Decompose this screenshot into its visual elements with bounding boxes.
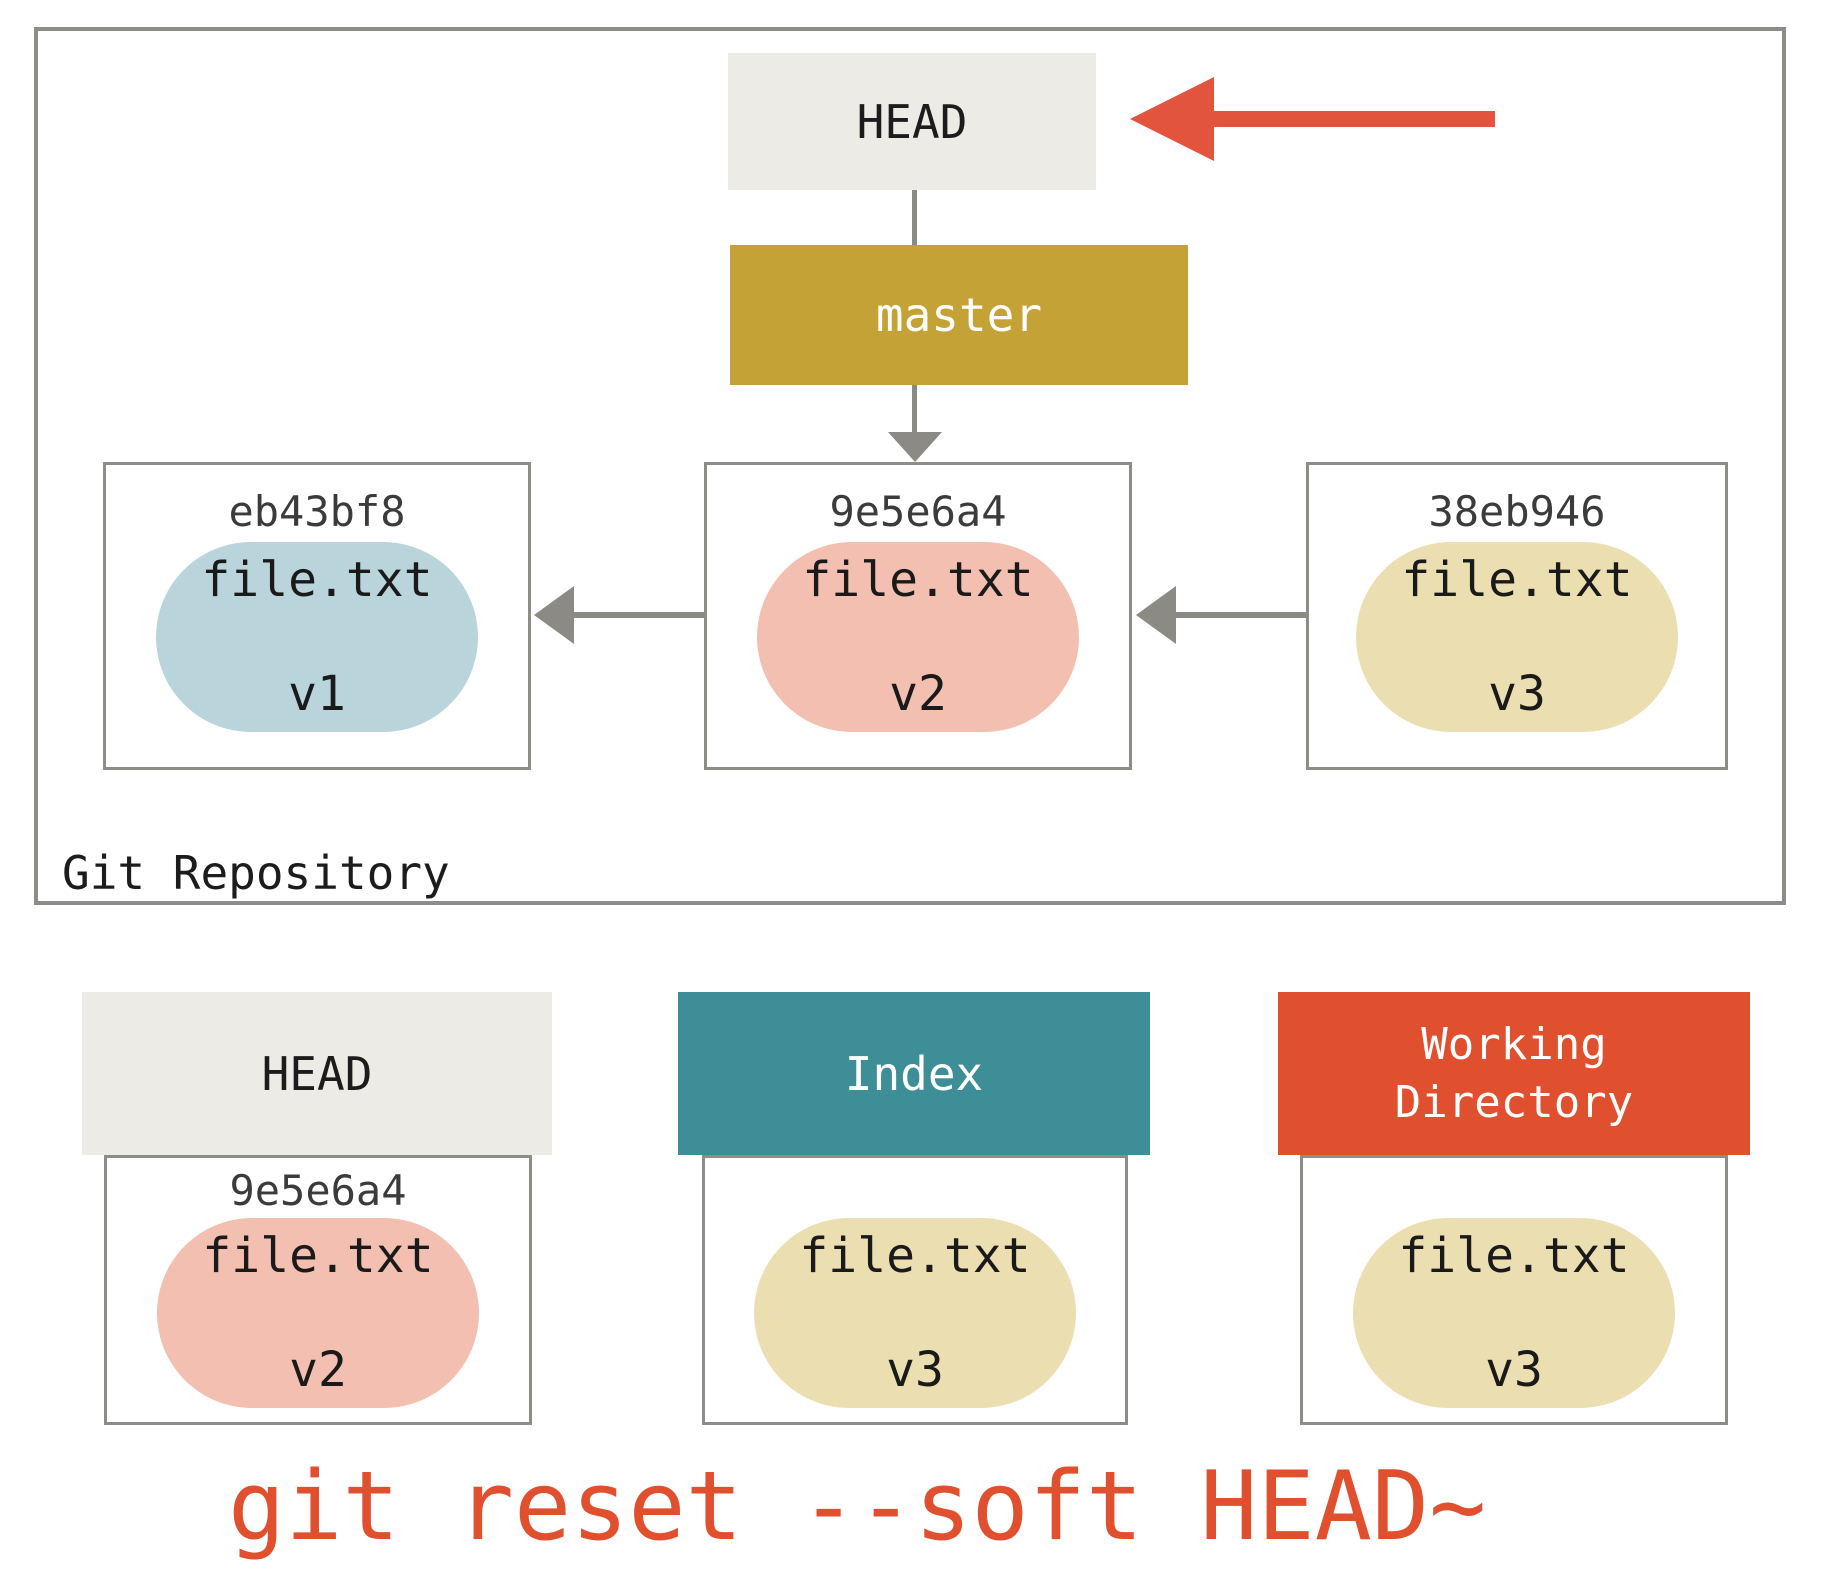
blob-file-version: v3 xyxy=(886,1341,944,1398)
git-repository-label: Git Repository xyxy=(62,846,450,900)
blob-file-version: v2 xyxy=(889,665,947,722)
file-blob-v3: file.txt v3 xyxy=(1356,542,1678,732)
commit-hash: eb43bf8 xyxy=(228,487,406,536)
blob-file-name: file.txt xyxy=(802,551,1034,608)
commit-box-eb43bf8: eb43bf8 file.txt v1 xyxy=(103,462,531,770)
area-head-hash: 9e5e6a4 xyxy=(229,1166,407,1215)
parent-arrow-shaft xyxy=(1174,612,1306,618)
file-blob-v1: file.txt v1 xyxy=(156,542,478,732)
master-to-commit-line xyxy=(912,385,917,432)
area-index-file-blob: file.txt v3 xyxy=(754,1218,1076,1408)
blob-file-name: file.txt xyxy=(1401,551,1633,608)
blob-file-version: v3 xyxy=(1488,665,1546,722)
area-working-directory-title: Working Directory xyxy=(1394,1018,1634,1128)
area-working-directory-header: Working Directory xyxy=(1278,992,1750,1155)
left-arrowhead-icon xyxy=(534,586,574,644)
blob-file-version: v3 xyxy=(1485,1341,1543,1398)
blob-file-name: file.txt xyxy=(799,1227,1031,1284)
area-head-file-blob: file.txt v2 xyxy=(157,1218,479,1408)
area-index-title: Index xyxy=(844,1046,984,1101)
blob-file-name: file.txt xyxy=(201,551,433,608)
left-arrowhead-icon xyxy=(1136,586,1176,644)
head-to-master-line xyxy=(912,190,917,245)
area-head-box: 9e5e6a4 file.txt v2 xyxy=(104,1155,532,1425)
blob-file-version: v2 xyxy=(289,1341,347,1398)
head-ref-box: HEAD xyxy=(728,53,1096,190)
area-index-header: Index xyxy=(678,992,1150,1155)
master-branch-box: master xyxy=(730,245,1188,385)
area-working-directory-box: file.txt v3 xyxy=(1300,1155,1728,1425)
area-head-title: HEAD xyxy=(261,1046,373,1101)
area-head-header: HEAD xyxy=(82,992,552,1155)
git-repository-box xyxy=(34,27,1786,905)
commit-box-38eb946: 38eb946 file.txt v3 xyxy=(1306,462,1728,770)
blob-file-name: file.txt xyxy=(202,1227,434,1284)
head-ref-label: HEAD xyxy=(856,94,968,149)
red-arrow-head-icon xyxy=(1130,77,1214,161)
area-index-box: file.txt v3 xyxy=(702,1155,1128,1425)
area-working-directory-file-blob: file.txt v3 xyxy=(1353,1218,1675,1408)
command-caption: git reset --soft HEAD~ xyxy=(228,1452,1487,1562)
master-branch-label: master xyxy=(875,288,1043,342)
commit-hash: 9e5e6a4 xyxy=(829,487,1007,536)
down-arrowhead-icon xyxy=(888,432,942,462)
red-arrow-shaft-icon xyxy=(1212,111,1495,127)
blob-file-name: file.txt xyxy=(1398,1227,1630,1284)
commit-box-9e5e6a4: 9e5e6a4 file.txt v2 xyxy=(704,462,1132,770)
blob-file-version: v1 xyxy=(288,665,346,722)
parent-arrow-shaft xyxy=(572,612,704,618)
file-blob-v2: file.txt v2 xyxy=(757,542,1079,732)
commit-hash: 38eb946 xyxy=(1428,487,1606,536)
